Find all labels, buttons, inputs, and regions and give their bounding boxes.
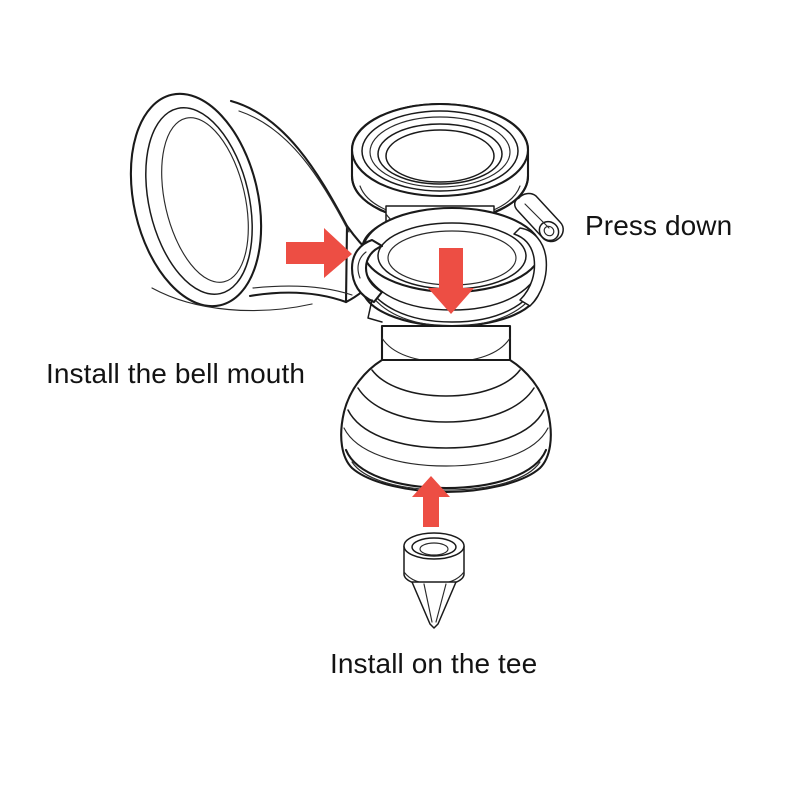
- collar-clip-arm: [513, 227, 548, 307]
- pump-base-rib-3: [347, 409, 545, 449]
- collar-thread-bore: [385, 129, 495, 183]
- collar-side-inlet-seam: [357, 251, 367, 279]
- bell-cone-bottom-edge: [248, 291, 348, 304]
- collar-side-inlet: [350, 238, 384, 304]
- label-press-down: Press down: [585, 210, 733, 241]
- tee-valve-spout: [411, 581, 457, 629]
- tee-valve-spout-seam: [423, 583, 433, 623]
- pump-base: [340, 324, 552, 494]
- press-down-arrow: [428, 248, 474, 314]
- valve-stem-seam: [524, 203, 550, 229]
- label-install-bell-mouth: Install the bell mouth: [46, 358, 306, 389]
- tee-valve-top-rim: [403, 532, 465, 560]
- valve-stem-opening: [538, 220, 560, 242]
- pump-base-rib-2: [357, 387, 535, 423]
- collar-thread-ring-3: [377, 123, 503, 185]
- bell-flange-outer: [129, 92, 263, 308]
- collar-hinge-tab: [367, 299, 383, 323]
- tee-valve-bore: [419, 542, 449, 556]
- bell-throat: [161, 117, 249, 283]
- valve-stem-bore: [543, 225, 555, 237]
- pump-base-rib-4: [343, 427, 549, 467]
- pump-base-bottom-rim: [344, 448, 548, 490]
- collar-thread-ring-2: [369, 116, 511, 188]
- bell-mouth-arrow: [286, 228, 352, 278]
- collar-thread-ring-1: [361, 110, 519, 192]
- tee-valve-ring-1: [411, 537, 457, 557]
- pump-base-dome: [340, 358, 552, 494]
- label-install-on-the-tee: Install on the tee: [330, 648, 538, 679]
- pump-base-bottom-edge: [351, 461, 541, 491]
- tee-valve: [403, 532, 465, 629]
- bell-back-rim: [151, 287, 313, 312]
- bell-flange-inner: [145, 107, 253, 295]
- bell-cone-top-edge: [229, 99, 349, 228]
- valve-stem: [514, 192, 564, 243]
- pump-base-rib-1: [371, 369, 521, 397]
- tee-valve-spout-seam-2: [435, 583, 447, 623]
- install-tee-arrow: [412, 476, 450, 527]
- bell-tube-seam-2: [238, 110, 350, 233]
- bell-tube-seam-1: [252, 285, 353, 296]
